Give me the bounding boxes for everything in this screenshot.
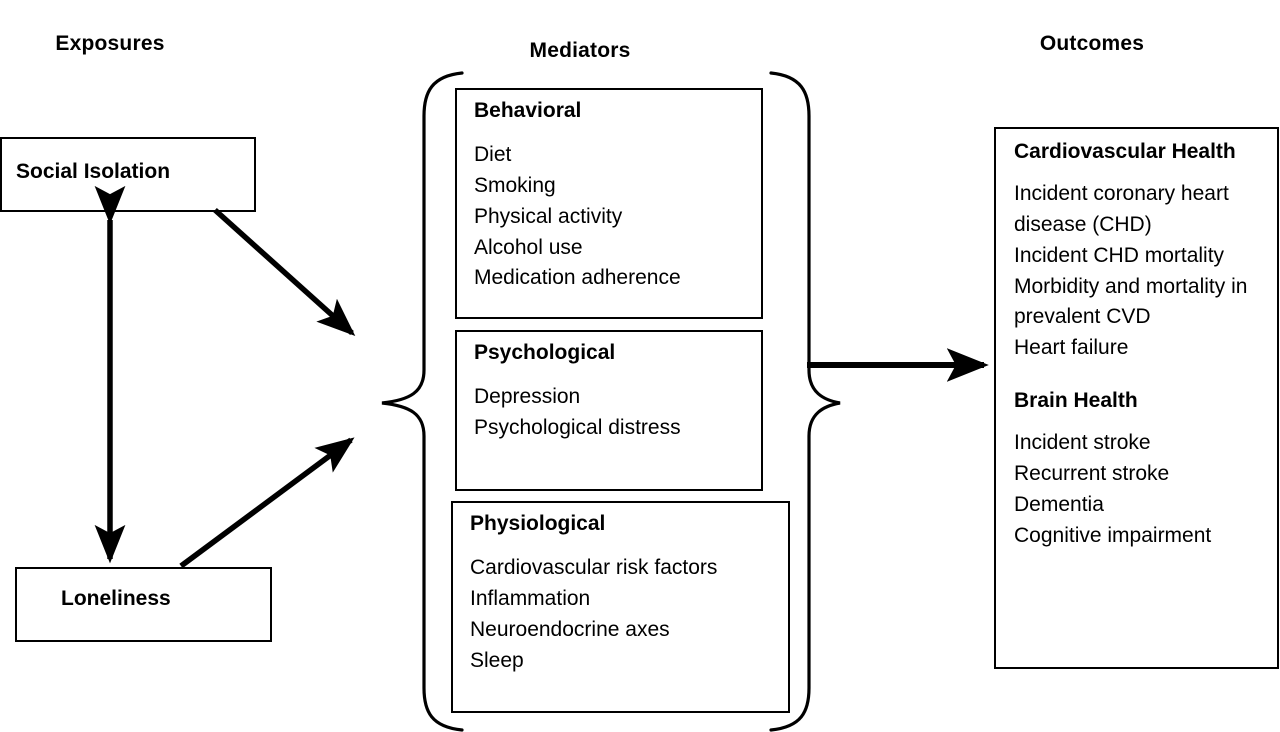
mediator-item: Inflammation [470,586,591,610]
mediator-item: Neuroendocrine axes [470,617,670,641]
outcome-title-brain-health: Brain Health [1014,389,1138,413]
exposure-label-loneliness: Loneliness [61,587,171,610]
mediator-item: Psychological distress [474,415,681,439]
outcome-item: Morbidity and mortality in prevalent CVD [1014,274,1248,329]
mediators-left-brace [381,71,464,732]
mediator-item: Physical activity [474,204,623,228]
mediator-item: Medication adherence [474,266,681,290]
outcome-item: Heart failure [1014,336,1129,360]
mediator-box-psychological: Psychological Depression Psychological d… [455,330,763,491]
mediator-box-behavioral: Behavioral Diet Smoking Physical activit… [455,88,763,319]
outcome-group-brain-health: Brain Health Incident stroke Recurrent s… [1014,390,1277,551]
mediator-item: Alcohol use [474,235,583,259]
column-header-exposures: Exposures [55,32,165,55]
outcome-item: Incident coronary heart disease (CHD) [1014,182,1229,236]
exposure-label-social-isolation: Social Isolation [16,160,171,183]
outcome-item: Recurrent stroke [1014,462,1170,486]
mediator-item: Sleep [470,648,524,672]
column-header-mediators: Mediators [529,39,631,62]
outcome-item: Dementia [1014,492,1104,516]
exposure-box-social-isolation: Social Isolation [0,137,256,212]
exposure-box-loneliness: Loneliness [15,567,272,642]
mediator-item: Depression [474,385,581,409]
outcome-group-cardiovascular-health: Cardiovascular Health Incident coronary … [1014,140,1277,364]
arrow-loneliness-to-mediators [179,437,355,569]
outcome-item: Incident stroke [1014,431,1151,455]
mediator-item: Cardiovascular risk factors [470,556,718,580]
mediator-box-physiological: Physiological Cardiovascular risk factor… [451,501,790,713]
column-header-outcomes: Outcomes [1039,32,1145,55]
outcome-item: Cognitive impairment [1014,523,1212,547]
outcomes-box: Cardiovascular Health Incident coronary … [994,127,1279,669]
mediator-item: Smoking [474,173,556,197]
outcome-item: Incident CHD mortality [1014,243,1225,267]
arrow-social-isolation-to-mediators [213,207,356,336]
mediator-title-behavioral: Behavioral [474,99,582,122]
mediator-item: Diet [474,143,512,167]
mediator-title-psychological: Psychological [474,341,616,364]
outcome-title-cardiovascular-health: Cardiovascular Health [1014,140,1236,163]
mediator-title-physiological: Physiological [470,512,606,535]
